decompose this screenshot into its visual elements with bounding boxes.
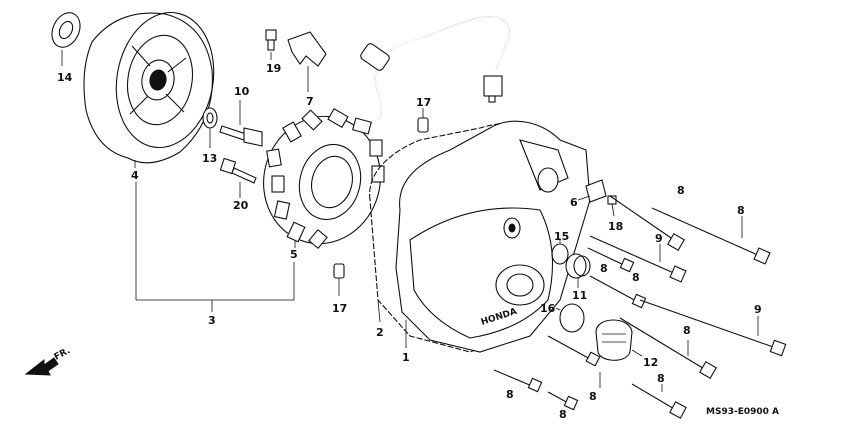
plug-11 — [565, 253, 591, 288]
dowel-pin-17-bottom — [333, 263, 345, 296]
bolt-8-b — [609, 195, 685, 251]
bolt-8-i — [547, 391, 579, 411]
plug-12 — [595, 319, 643, 361]
callout-8-h: 8 — [559, 408, 567, 421]
flywheel-4 — [83, 11, 215, 168]
callout-15: 15 — [554, 230, 569, 243]
callout-8-c: 8 — [632, 271, 640, 284]
washer-14 — [51, 12, 81, 66]
callout-13: 13 — [202, 152, 217, 165]
callout-14: 14 — [57, 71, 73, 84]
bolt-8-c — [587, 247, 635, 273]
callout-8-e: 8 — [657, 372, 665, 385]
callout-9-b: 9 — [754, 303, 762, 316]
gasket-2 — [369, 122, 566, 353]
bolt-8-h — [493, 369, 543, 393]
callout-1: 1 — [402, 351, 410, 364]
o-ring-16 — [555, 303, 585, 333]
callout-8-f: 8 — [506, 388, 514, 401]
clamp-7 — [287, 31, 327, 92]
callout-8-d: 8 — [683, 324, 691, 337]
callout-6: 6 — [570, 196, 578, 209]
callout-11: 11 — [572, 289, 587, 302]
bolt-9-a — [589, 235, 687, 283]
callout-19: 19 — [266, 62, 281, 75]
assembly-bracket-3 — [135, 182, 295, 312]
callout-5: 5 — [290, 248, 298, 261]
front-direction-arrow: FR. — [24, 346, 72, 376]
screw-19 — [265, 29, 277, 60]
callout-3: 3 — [208, 314, 216, 327]
bolt-8-f — [547, 335, 601, 388]
callout-labels: 14 19 7 10 13 4 20 5 3 17 17 2 1 6 18 15… — [57, 62, 762, 421]
callout-18: 18 — [608, 220, 623, 233]
callout-16: 16 — [540, 302, 556, 315]
dowel-pin-17-top — [417, 108, 429, 133]
bolt-10 — [219, 100, 263, 147]
callout-10: 10 — [234, 85, 250, 98]
bolt-8-d — [589, 275, 647, 309]
callout-17-top: 17 — [416, 96, 431, 109]
callout-4: 4 — [131, 169, 139, 182]
stator-5 — [263, 108, 385, 249]
bolt-8-g — [631, 383, 687, 419]
wiring-harness — [360, 16, 510, 121]
callout-8-i: 8 — [677, 184, 685, 197]
callout-17-bottom: 17 — [332, 302, 347, 315]
clip-6 — [577, 179, 607, 203]
bolt-9-b — [639, 299, 787, 357]
callout-12: 12 — [643, 356, 658, 369]
front-direction-label: FR. — [53, 346, 72, 363]
washer-13 — [202, 107, 218, 148]
bolt-8-a — [651, 207, 771, 265]
bolt-20 — [219, 157, 257, 198]
callout-9-a: 9 — [655, 232, 663, 245]
callout-20: 20 — [233, 199, 249, 212]
callout-2: 2 — [376, 326, 384, 339]
callout-7: 7 — [306, 95, 314, 108]
callout-8-b: 8 — [600, 262, 608, 275]
diagram-code: MS93-E0900 A — [706, 407, 779, 417]
side-cover-1: HONDA — [395, 120, 591, 353]
callout-8-g: 8 — [589, 390, 597, 403]
o-ring-15 — [551, 240, 569, 265]
bolt-8-e — [619, 317, 717, 379]
callout-8-a: 8 — [737, 204, 745, 217]
